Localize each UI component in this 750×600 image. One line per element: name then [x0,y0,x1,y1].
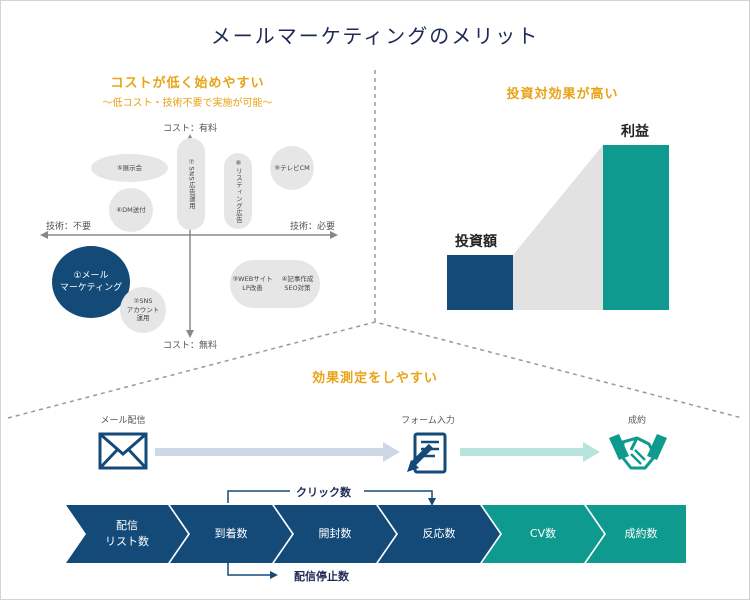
funnel-step-1-line1: 配信 [116,519,138,532]
click-count-label: クリック数 [296,486,351,499]
profit-label: 利益 [621,124,649,140]
handshake-icon [609,434,667,470]
bubble-sns-ads: ⑦SNS広告運用 [177,138,205,230]
chevron-delivery-list [66,505,188,563]
flow-arrow-mail-to-form [155,442,400,462]
funnel-step-3-text: 開封数 [318,527,352,540]
roi-connector [513,145,603,310]
investment-label: 投資額 [455,234,497,250]
bubble-web-text: ③WEBサイト LP改善 [230,275,275,293]
bubble-email-line2: マーケティング [59,283,123,293]
bubble-tv-cm-label: ⑨テレビCM [274,163,310,172]
measurement-heading: 効果測定をしやすい [312,371,438,386]
bubble-exhibition-label: ⑤展示会 [116,163,143,172]
chevron-cv [482,505,604,563]
funnel-step-2-text: 到着数 [214,527,248,540]
bubble-exhibition: ⑤展示会 [91,154,168,182]
cost-heading: コストが低く始めやすい [110,76,265,91]
funnel-step-5-text: CV数 [529,527,557,540]
unsubscribe-count-label: 配信停止数 [294,570,349,583]
bubble-sns-ads-label: ⑦SNS広告運用 [187,158,196,210]
axis-label-right: 技術：必要 [290,222,336,232]
bubble-listing-ads: ⑧リスティング広告 [224,153,252,229]
bubble-sns-line2: アカウント [126,305,160,314]
funnel-step-4-text: 反応数 [422,527,456,540]
chevron-arrival [170,505,292,563]
flow-label-contract: 成約 [627,416,647,426]
page-title: メールマーケティングのメリット [210,24,540,48]
bubble-web-line1: ③WEBサイト [232,275,273,284]
bubble-sns-line1: ②SNS [133,296,153,305]
bubble-article-line1: ④記事作成 [281,275,314,284]
flow-label-mail: メール配信 [100,416,146,426]
bubble-email-line1: ①メール [73,270,109,281]
bubble-web-lp: ③WEBサイト LP改善 ④記事作成 SEO対策 [230,260,320,308]
bubble-email-marketing: ①メール マーケティング [52,246,130,318]
bubble-tv-cm: ⑨テレビCM [270,146,314,190]
chevron-reaction [378,505,500,563]
bubble-article-line2: SEO対策 [284,284,311,292]
axis-label-top: コスト：有料 [162,124,218,134]
bubble-dm: ⑥DM送付 [109,188,153,232]
axis-label-left: 技術：不要 [46,222,92,232]
funnel-step-1-line2: リスト数 [105,534,149,548]
bubble-listing-ads-label: ⑧リスティング広告 [234,158,243,224]
bubble-sns-line3: 運用 [136,314,150,323]
bubble-article-text: ④記事作成 SEO対策 [275,275,320,293]
funnel-step-1-text: 配信 リスト数 [105,518,149,550]
investment-bar [447,255,513,310]
chevron-contract [586,505,686,563]
cost-subheading: 〜低コスト・技術不要で実施が可能〜 [102,98,273,109]
roi-chart [447,145,669,310]
flow-label-form: フォーム入力 [401,416,455,426]
profit-bar [603,145,669,310]
chevron-open [274,505,396,563]
envelope-icon [98,432,148,470]
roi-heading: 投資対効果が高い [506,87,619,102]
bubble-web-line2: LP改善 [242,284,263,292]
bubble-sns-account: ②SNS アカウント 運用 [120,287,166,333]
bubble-dm-label: ⑥DM送付 [116,205,146,214]
axis-label-bottom: コスト：無料 [162,341,218,351]
form-pen-icon [407,432,447,474]
flow-arrow-form-to-contract [460,442,600,462]
funnel-step-6-text: 成約数 [624,527,658,540]
